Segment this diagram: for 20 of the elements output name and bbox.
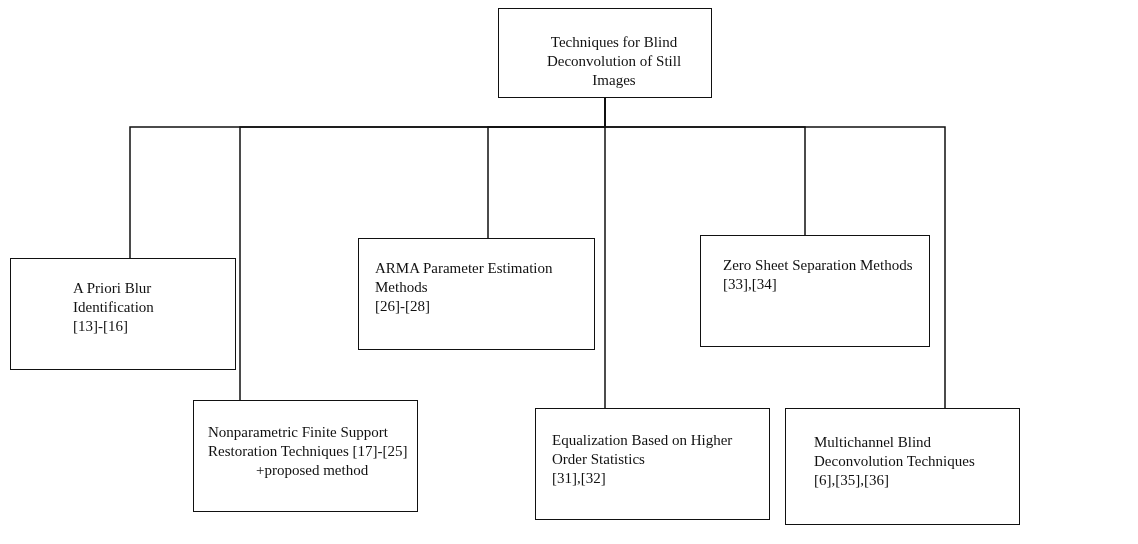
category-box [193, 400, 418, 512]
reference-text: [26]-[28] [375, 297, 431, 316]
category-box [358, 238, 595, 350]
category-box [10, 258, 236, 370]
reference-text: [33],[34] [723, 275, 778, 294]
category-title: ARMA Parameter Estimation Methods [375, 259, 554, 297]
category-box [700, 235, 930, 347]
category-box [785, 408, 1020, 525]
category-title: A Priori Blur Identification [73, 279, 155, 317]
category-title: Nonparametric Finite Support Restoration Techniques [17]-[25] [208, 423, 409, 461]
category-title: Zero Sheet Separation Methods [723, 256, 914, 275]
category-title: Equalization Based on Higher Order Statistics [552, 431, 734, 469]
reference-text: [13]-[16] [73, 317, 129, 336]
category-title: Techniques for Blind Deconvolution of Still Images [545, 33, 683, 90]
reference-text: [6],[35],[36] [814, 471, 890, 490]
note-text: +proposed method [255, 461, 370, 480]
category-box [535, 408, 770, 520]
category-title: Multichannel Blind Deconvolution Techniques [814, 433, 976, 471]
root-box [498, 8, 712, 98]
reference-text: [31],[32] [552, 469, 607, 488]
